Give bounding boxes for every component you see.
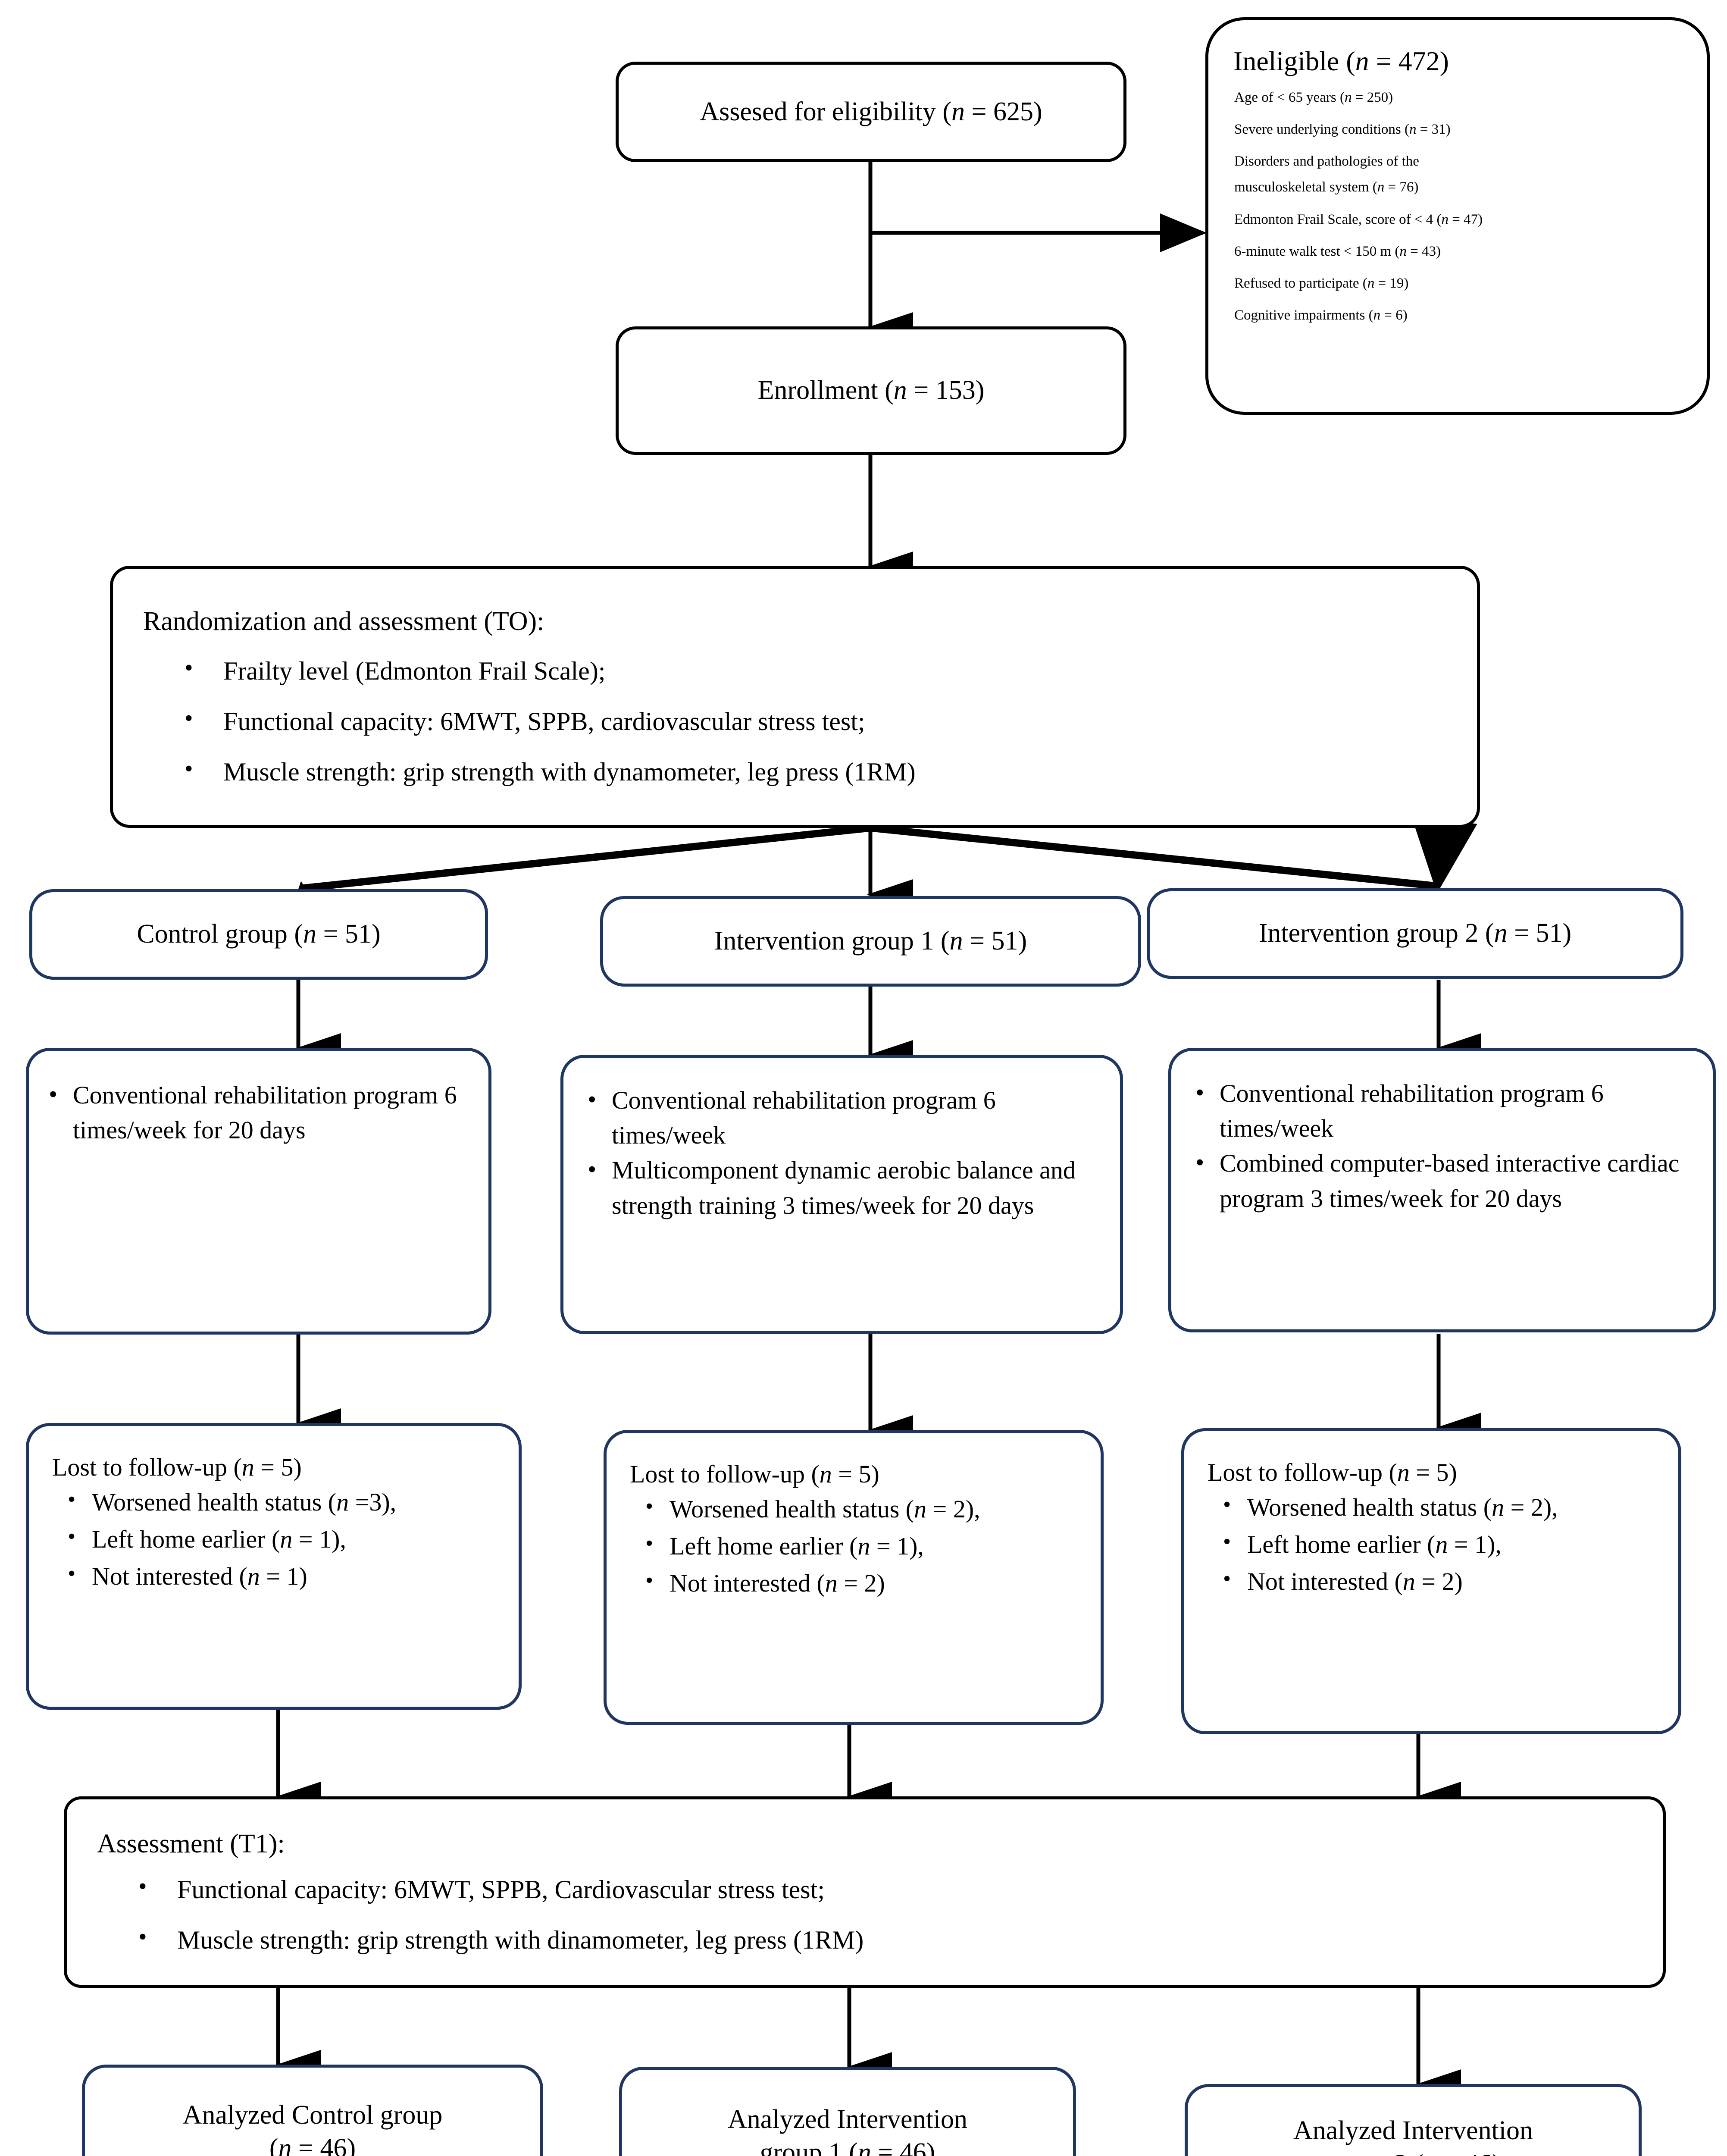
node-group-control[interactable]: Control group (n = 51) — [29, 889, 488, 980]
ineligible-reason: Severe underlying conditions (n = 31) — [1234, 121, 1451, 137]
node-program-intervention-2[interactable]: Conventional rehabilitation program 6 ti… — [1168, 1048, 1716, 1332]
node-program-intervention-1[interactable]: Conventional rehabilitation program 6 ti… — [560, 1055, 1123, 1334]
program-item-list: Conventional rehabilitation program 6 ti… — [1191, 1075, 1693, 1216]
lost-reason: Worsened health status (n =3), — [50, 1484, 501, 1520]
lost-reason: Not interested (n = 2) — [1206, 1564, 1661, 1599]
node-assessment-t1[interactable]: Assessment (T1): Functional capacity: 6M… — [64, 1796, 1666, 1988]
ineligible-reason-list: Age of < 65 years (n = 250) Severe under… — [1232, 88, 1683, 325]
ineligible-reason: Age of < 65 years (n = 250) — [1234, 89, 1393, 105]
lost-reason: Left home earlier (n = 1), — [1206, 1526, 1661, 1562]
node-analyzed-control[interactable]: Analyzed Control group (n = 46) — [82, 2065, 543, 2156]
node-ineligible[interactable]: Ineligible (n = 472) Age of < 65 years (… — [1205, 17, 1710, 415]
node-analyzed-intervention-1[interactable]: Analyzed Intervention group 1 (n = 46) — [619, 2067, 1076, 2156]
lost-heading: Lost to follow-up (n = 5) — [52, 1453, 302, 1481]
ineligible-reason: Refused to participate (n = 19) — [1234, 276, 1409, 291]
enrollment-label: Enrollment (n = 153) — [757, 376, 985, 405]
analyzed-line-2: group 2 (n = 46) — [1326, 2148, 1501, 2156]
assessment-item: Functional capacity: 6MWT, SPPB, Cardiov… — [97, 1871, 1633, 1907]
assessment-item-list: Functional capacity: 6MWT, SPPB, Cardiov… — [97, 1871, 1633, 1958]
lost-reason: Not interested (n = 2) — [628, 1565, 1083, 1601]
program-item: Multicomponent dynamic aerobic balance a… — [583, 1152, 1100, 1222]
node-program-control[interactable]: Conventional rehabilitation program 6 ti… — [26, 1048, 491, 1335]
lost-heading: Lost to follow-up (n = 5) — [1208, 1458, 1457, 1486]
randomization-item: Frailty level (Edmonton Frail Scale); — [143, 652, 1447, 689]
lost-reason: Not interested (n = 1) — [50, 1558, 501, 1594]
ineligible-reason: Disorders and pathologies of the — [1234, 154, 1419, 169]
ineligible-title: Ineligible (n = 472) — [1233, 46, 1449, 76]
randomization-item: Functional capacity: 6MWT, SPPB, cardiov… — [143, 702, 1447, 739]
analyzed-line-1: Analyzed Control group — [182, 2100, 443, 2130]
program-item: Combined computer-based interactive card… — [1191, 1145, 1693, 1216]
ineligible-reason: 6-minute walk test < 150 m (n = 43) — [1234, 243, 1441, 259]
program-item: Conventional rehabilitation program 6 ti… — [1191, 1075, 1693, 1146]
lost-reason: Worsened health status (n = 2), — [1206, 1489, 1661, 1525]
lost-reason: Worsened health status (n = 2), — [628, 1491, 1083, 1526]
group-label: Control group (n = 51) — [137, 919, 381, 949]
assessment-item: Muscle strength: grip strength with dina… — [97, 1921, 1633, 1958]
ineligible-reason: musculoskeletal system (n = 76) — [1234, 179, 1419, 195]
analyzed-line-2: group 1 (n = 46) — [760, 2138, 935, 2156]
ineligible-reason: Cognitive impairments (n = 6) — [1234, 307, 1408, 323]
lost-reason: Left home earlier (n = 1), — [628, 1528, 1083, 1564]
node-assessed-for-eligibility[interactable]: Assesed for eligibility (n = 625) — [616, 62, 1126, 162]
group-label: Intervention group 2 (n = 51) — [1258, 918, 1572, 948]
analyzed-line-1: Analyzed Intervention — [727, 2104, 968, 2134]
ineligible-reason: Edmonton Frail Scale, score of < 4 (n = … — [1234, 211, 1483, 227]
arrow-randomization-to-intervention-2 — [870, 817, 1477, 893]
arrow-randomization-to-control — [276, 824, 871, 958]
node-lost-to-followup-intervention-2[interactable]: Lost to follow-up (n = 5) Worsened healt… — [1181, 1428, 1681, 1734]
lost-heading: Lost to follow-up (n = 5) — [630, 1460, 879, 1488]
node-group-intervention-1[interactable]: Intervention group 1 (n = 51) — [600, 896, 1141, 987]
randomization-item-list: Frailty level (Edmonton Frail Scale); Fu… — [143, 652, 1447, 790]
randomization-item: Muscle strength: grip strength with dyna… — [143, 753, 1447, 790]
lost-reason-list: Worsened health status (n = 2), Left hom… — [628, 1491, 1083, 1603]
node-randomization[interactable]: Randomization and assessment (TO): Frail… — [110, 566, 1480, 828]
assessed-label: Assesed for eligibility (n = 625) — [700, 97, 1042, 126]
randomization-heading: Randomization and assessment (TO): — [143, 607, 544, 636]
program-item-list: Conventional rehabilitation program 6 ti… — [583, 1082, 1100, 1223]
lost-reason-list: Worsened health status (n = 2), Left hom… — [1206, 1489, 1661, 1601]
assessment-heading: Assessment (T1): — [97, 1829, 285, 1858]
node-analyzed-intervention-2[interactable]: Analyzed Intervention group 2 (n = 46) — [1185, 2084, 1642, 2156]
program-item: Conventional rehabilitation program 6 ti… — [583, 1082, 1100, 1153]
lost-reason: Left home earlier (n = 1), — [50, 1521, 501, 1557]
program-item-list: Conventional rehabilitation program 6 ti… — [44, 1077, 471, 1152]
analyzed-line-2: (n = 46) — [269, 2134, 356, 2156]
node-lost-to-followup-control[interactable]: Lost to follow-up (n = 5) Worsened healt… — [26, 1423, 522, 1710]
node-group-intervention-2[interactable]: Intervention group 2 (n = 51) — [1147, 888, 1683, 979]
lost-reason-list: Worsened health status (n =3), Left home… — [50, 1484, 501, 1596]
program-item: Conventional rehabilitation program 6 ti… — [44, 1077, 471, 1147]
node-lost-to-followup-intervention-1[interactable]: Lost to follow-up (n = 5) Worsened healt… — [604, 1430, 1104, 1725]
node-enrollment[interactable]: Enrollment (n = 153) — [616, 326, 1126, 455]
group-label: Intervention group 1 (n = 51) — [714, 926, 1027, 956]
analyzed-line-1: Analyzed Intervention — [1293, 2116, 1533, 2145]
